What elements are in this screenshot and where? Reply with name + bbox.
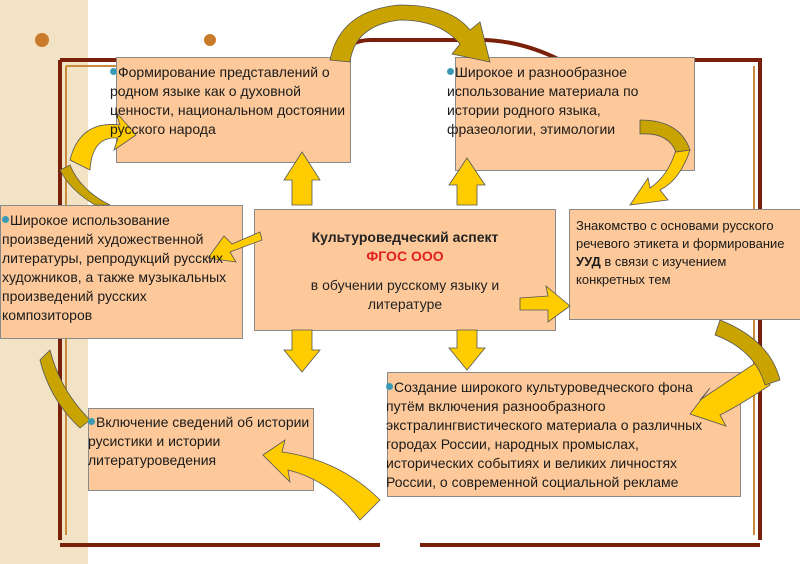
curved-arrow-icon bbox=[262, 439, 381, 521]
arrow-down-icon bbox=[283, 329, 321, 373]
curved-arrow-icon bbox=[329, 4, 491, 63]
arrow-up-icon bbox=[448, 157, 486, 206]
curved-arrow-icon bbox=[689, 359, 771, 427]
center-text: Культуроведческий аспект ФГОС ООО в обуч… bbox=[254, 228, 556, 314]
label: Широкое и разнообразное использование ма… bbox=[447, 64, 639, 137]
center-box bbox=[254, 209, 556, 331]
curved-arrow-icon bbox=[639, 119, 691, 153]
text-language-history: Широкое и разнообразное использование ма… bbox=[447, 63, 692, 139]
curved-arrow-icon bbox=[39, 349, 91, 429]
text-cultural-background: Создание широкого культуроведческого фон… bbox=[386, 378, 716, 492]
arrow-up-icon bbox=[283, 151, 321, 206]
label: Широкое использование произведений худож… bbox=[2, 212, 227, 323]
bullet-icon bbox=[2, 216, 9, 223]
bullet-icon bbox=[447, 68, 454, 75]
label: в связи с изучением конкретных тем bbox=[576, 254, 727, 287]
curved-arrow-icon bbox=[629, 149, 691, 206]
text-literature-art: Широкое использование произведений худож… bbox=[2, 211, 237, 325]
bullet-icon bbox=[110, 68, 117, 75]
bullet-icon bbox=[386, 383, 393, 390]
box-speech-etiquette bbox=[569, 209, 800, 320]
label: Создание широкого культуроведческого фон… bbox=[386, 379, 703, 490]
box-cultural-background bbox=[387, 372, 741, 497]
box-literature-art bbox=[0, 205, 243, 339]
label: Знакомство с основами русского речевого … bbox=[576, 218, 785, 251]
curved-arrow-icon bbox=[69, 111, 137, 171]
uud-label: УУД bbox=[576, 254, 601, 269]
box-language-history bbox=[455, 57, 695, 171]
center-subtitle: ФГОС ООО bbox=[366, 248, 444, 264]
label: Включение сведений об истории русистики … bbox=[88, 414, 310, 468]
bullet-icon bbox=[88, 418, 95, 425]
arrow-left-icon bbox=[207, 231, 263, 263]
arrow-down-icon bbox=[448, 329, 486, 371]
arrow-right-icon bbox=[519, 284, 571, 323]
curved-arrow-icon bbox=[59, 164, 111, 206]
label: Формирование представлений о родном язык… bbox=[110, 64, 346, 137]
box-native-language-value bbox=[116, 57, 351, 163]
text-speech-etiquette: Знакомство с основами русского речевого … bbox=[576, 217, 796, 289]
text-native-language-value: Формирование представлений о родном язык… bbox=[110, 63, 350, 139]
center-description: в обучении русскому языку и литературе bbox=[310, 277, 500, 312]
center-title: Культуроведческий аспект bbox=[311, 229, 499, 245]
curved-arrow-icon bbox=[714, 319, 781, 386]
text-russistics-history: Включение сведений об истории русистики … bbox=[88, 413, 310, 470]
